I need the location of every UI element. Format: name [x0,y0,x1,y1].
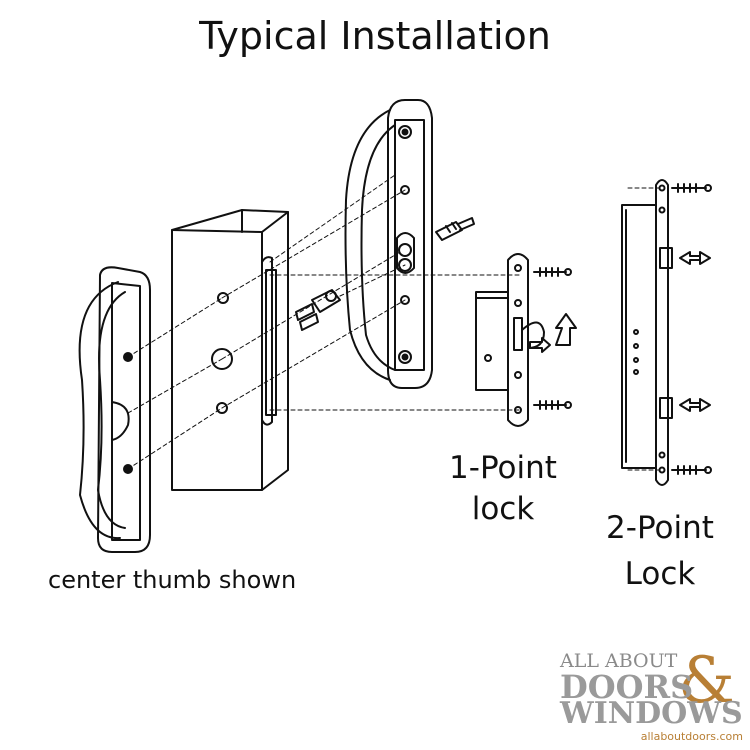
alignment-lines [127,174,661,471]
two-point-lock [621,179,712,486]
two-point-label-line2: Lock [624,556,696,592]
exterior-handle [78,266,151,553]
two-point-lock-label: 2-Point Lock [580,505,740,597]
two-point-label-line1: 2-Point [606,510,714,546]
logo-ampersand: & [678,644,735,718]
one-point-label-line2: lock [471,491,535,527]
door-block [171,209,289,491]
one-point-label-line1: 1-Point [449,450,557,486]
diagram-title: Typical Installation [199,14,551,58]
logo-url: allaboutdoors.com [640,730,743,743]
logo-line1: ALL ABOUT [560,650,678,672]
logo-line2: DOORS [560,668,694,706]
thumb-cylinder [295,289,341,331]
brand-logo: ALL ABOUT & DOORS WINDOWS allaboutdoors.… [560,644,745,745]
one-point-lock-label: 1-Point lock [428,448,578,530]
center-thumb-label: center thumb shown [48,566,297,594]
one-point-lock [475,253,577,427]
key-icon [435,217,475,241]
interior-handle [344,99,433,389]
logo-line3: WINDOWS [560,696,743,731]
